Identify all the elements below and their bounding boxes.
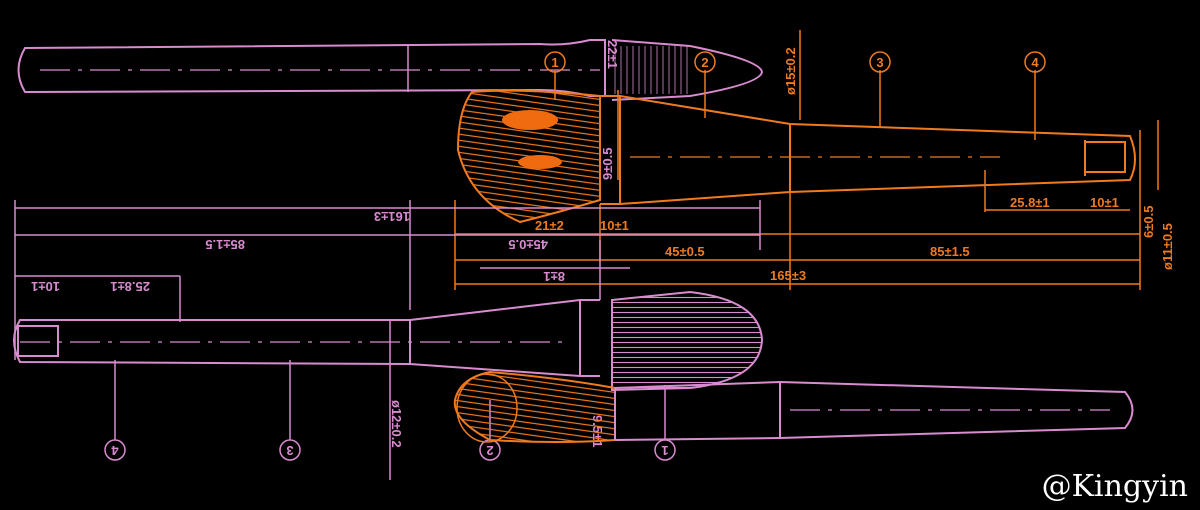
dim-r85: 85±1.5 bbox=[205, 237, 245, 252]
dim-l165: 165±3 bbox=[770, 268, 806, 283]
upper-callouts bbox=[544, 51, 1046, 73]
dim-l45: 45±0.5 bbox=[665, 244, 705, 259]
upper-brush-outline bbox=[17, 39, 764, 101]
dim-l21: 21±2 bbox=[535, 218, 564, 233]
dim-r45: 45±0.5 bbox=[508, 237, 548, 252]
dim-r10: 10±1 bbox=[31, 279, 60, 294]
callout-bottom-1: 1 bbox=[661, 443, 668, 458]
callout-top-3: 3 bbox=[876, 55, 883, 70]
callout-bottom-3: 3 bbox=[286, 443, 293, 458]
dim-d15: ø15±0.2 bbox=[783, 47, 798, 95]
upper-brush-handle bbox=[600, 95, 1136, 205]
dim-l10a: 10±1 bbox=[1090, 195, 1119, 210]
dim-r8: 8±1 bbox=[543, 269, 565, 284]
dim-r25-8: 25.8±1 bbox=[110, 279, 150, 294]
dim-d11: ø11±0.5 bbox=[1160, 223, 1175, 270]
lower-callouts bbox=[104, 439, 676, 461]
dim-d22: 22±1 bbox=[605, 40, 620, 69]
lower-brush-head-orange bbox=[453, 370, 616, 443]
dim-d9: 9±0.5 bbox=[600, 148, 615, 180]
callout-top-4: 4 bbox=[1031, 55, 1039, 70]
lower-brush-head bbox=[611, 290, 764, 392]
dim-d12: ø12±0.2 bbox=[389, 400, 404, 448]
callout-bottom-4: 4 bbox=[111, 443, 119, 458]
dim-l85: 85±1.5 bbox=[930, 244, 970, 259]
callout-top-1: 1 bbox=[551, 55, 558, 70]
dim-l10b: 10±1 bbox=[600, 218, 629, 233]
callout-top-2: 2 bbox=[701, 55, 708, 70]
lower-left-brush-handle bbox=[13, 299, 600, 377]
dim-l25-8: 25.8±1 bbox=[1010, 195, 1050, 210]
dim-d6: 6±0.5 bbox=[1141, 206, 1156, 238]
lower-right-brush-handle bbox=[614, 380, 1134, 441]
upper-brush-head bbox=[456, 89, 601, 224]
dim-r161: 161±3 bbox=[374, 209, 410, 224]
watermark: @Kingyin bbox=[1041, 469, 1188, 504]
callout-bottom-2: 2 bbox=[486, 443, 493, 458]
